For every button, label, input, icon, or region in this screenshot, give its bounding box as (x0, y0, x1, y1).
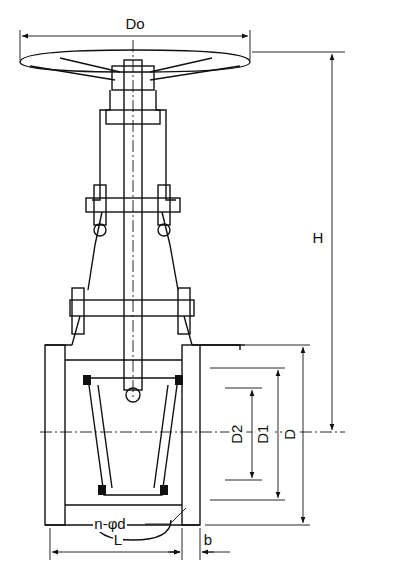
dimension-label: Do (124, 16, 145, 33)
dimension-label: n-φd (93, 516, 126, 533)
gland-nut (94, 224, 106, 236)
bonnet-bolt (178, 288, 190, 334)
dimension-label: D (282, 428, 299, 441)
d1-dimension (278, 370, 279, 498)
dimension-label: L (113, 532, 123, 549)
dimension-label: b (203, 532, 213, 549)
center-line (40, 432, 345, 433)
l-dimension (52, 552, 180, 553)
do-dimension (22, 36, 248, 37)
gland-nut (158, 224, 170, 236)
bonnet-flange (70, 300, 194, 316)
h-extension (252, 52, 345, 53)
flange-edge (200, 345, 240, 350)
dimension-label: D1 (256, 423, 273, 444)
l-extensions (50, 528, 200, 560)
axis-line (133, 40, 134, 400)
handwheel (20, 50, 250, 72)
wedge-inner (98, 385, 168, 488)
d-extensions (205, 345, 310, 525)
left-flange (45, 345, 65, 525)
dimension-lines (20, 30, 345, 560)
yoke (92, 90, 176, 200)
handwheel-spokes (30, 58, 240, 80)
b-dimension (168, 552, 230, 553)
d-dimension (303, 347, 304, 523)
bonnet-neck (72, 316, 192, 345)
dimension-label: H (312, 230, 325, 247)
dimension-label: D2 (230, 423, 247, 444)
seat-rings (83, 375, 183, 495)
d2-dimension (252, 390, 253, 478)
h-dimension (332, 54, 333, 430)
valve-outline (20, 50, 250, 540)
hole-leader (145, 508, 186, 524)
body-lines (45, 360, 200, 525)
bonnet-bolt (72, 288, 84, 334)
right-flange (182, 345, 200, 525)
do-extension (20, 30, 250, 60)
